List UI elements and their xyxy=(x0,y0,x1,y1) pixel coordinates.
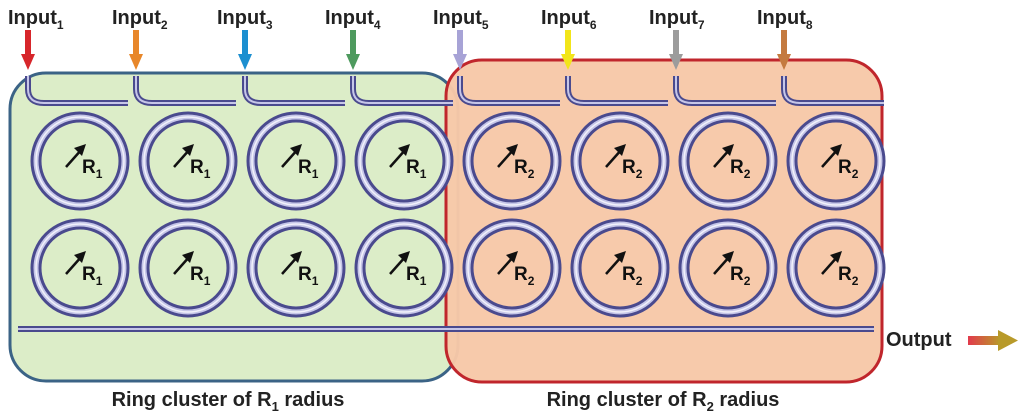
bus-waveguide-3 xyxy=(242,76,345,106)
ring-resonator: R1 xyxy=(138,218,238,318)
ring-radius-label: R2 xyxy=(514,264,535,288)
ring-resonator: R2 xyxy=(786,111,886,211)
input-arrow-4-icon xyxy=(346,30,360,70)
ring-radius-label: R1 xyxy=(82,264,103,288)
ring-resonator: R1 xyxy=(246,218,346,318)
bus-waveguide-4 xyxy=(350,76,453,106)
input-arrows xyxy=(21,30,791,70)
ring-resonator: R2 xyxy=(678,111,778,211)
ring-radius-label: R1 xyxy=(82,157,103,181)
bus-waveguide-6 xyxy=(565,76,668,106)
ring-resonator: R2 xyxy=(678,218,778,318)
ring-resonator: R1 xyxy=(30,218,130,318)
ring-radius-label: R2 xyxy=(622,264,643,288)
ring-radius-label: R2 xyxy=(730,264,751,288)
ring-radius-label: R1 xyxy=(190,264,211,288)
ring-resonator: R2 xyxy=(462,218,562,318)
ring-radius-label: R2 xyxy=(514,157,535,181)
bus-waveguide-1 xyxy=(25,76,128,106)
ring-radius-label: R1 xyxy=(298,264,319,288)
input-label-5: Input5 xyxy=(433,7,489,32)
ring-radius-label: R1 xyxy=(190,157,211,181)
bus-waveguide-2 xyxy=(133,76,236,106)
input-bus-waveguides xyxy=(25,76,884,106)
ring-radius-label: R2 xyxy=(730,157,751,181)
input-label-7: Input7 xyxy=(649,7,705,32)
ring-resonator: R2 xyxy=(570,111,670,211)
ring-resonator: R1 xyxy=(246,111,346,211)
input-arrow-5-icon xyxy=(453,30,467,70)
input-arrow-6-icon xyxy=(561,30,575,70)
input-labels: Input1 Input2 Input3 Input4 Input5 Input6 Inpu… xyxy=(8,7,813,32)
ring-resonator: R1 xyxy=(138,111,238,211)
ring-radius-label: R1 xyxy=(406,264,427,288)
input-arrow-3-icon xyxy=(238,30,252,70)
output-arrow-icon xyxy=(968,330,1018,351)
bus-waveguide-5 xyxy=(457,76,560,106)
input-label-3: Input3 xyxy=(217,7,273,32)
input-arrow-8-icon xyxy=(777,30,791,70)
cluster-caption-r1: Ring cluster of R1 radius xyxy=(112,389,345,414)
input-arrow-2-icon xyxy=(129,30,143,70)
bus-waveguide-8 xyxy=(781,76,884,106)
ring-resonator: R1 xyxy=(354,111,454,211)
ring-radius-label: R2 xyxy=(838,157,859,181)
ring-radius-label: R2 xyxy=(838,264,859,288)
ring-radius-label: R2 xyxy=(622,157,643,181)
bus-waveguide-7 xyxy=(673,76,776,106)
input-arrow-7-icon xyxy=(669,30,683,70)
ring-radius-label: R1 xyxy=(406,157,427,181)
ring-radius-label: R1 xyxy=(298,157,319,181)
output-label: Output xyxy=(886,329,952,351)
input-label-6: Input6 xyxy=(541,7,597,32)
input-arrow-1-icon xyxy=(21,30,35,70)
input-label-2: Input2 xyxy=(112,7,168,32)
ring-resonator: R2 xyxy=(786,218,886,318)
ring-resonator: R2 xyxy=(462,111,562,211)
ring-resonator: R1 xyxy=(30,111,130,211)
input-label-8: Input8 xyxy=(757,7,813,32)
ring-resonator: R2 xyxy=(570,218,670,318)
input-label-1: Input1 xyxy=(8,7,64,32)
input-label-4: Input4 xyxy=(325,7,381,32)
ring-resonator: R1 xyxy=(354,218,454,318)
cluster-caption-r2: Ring cluster of R2 radius xyxy=(547,389,780,414)
